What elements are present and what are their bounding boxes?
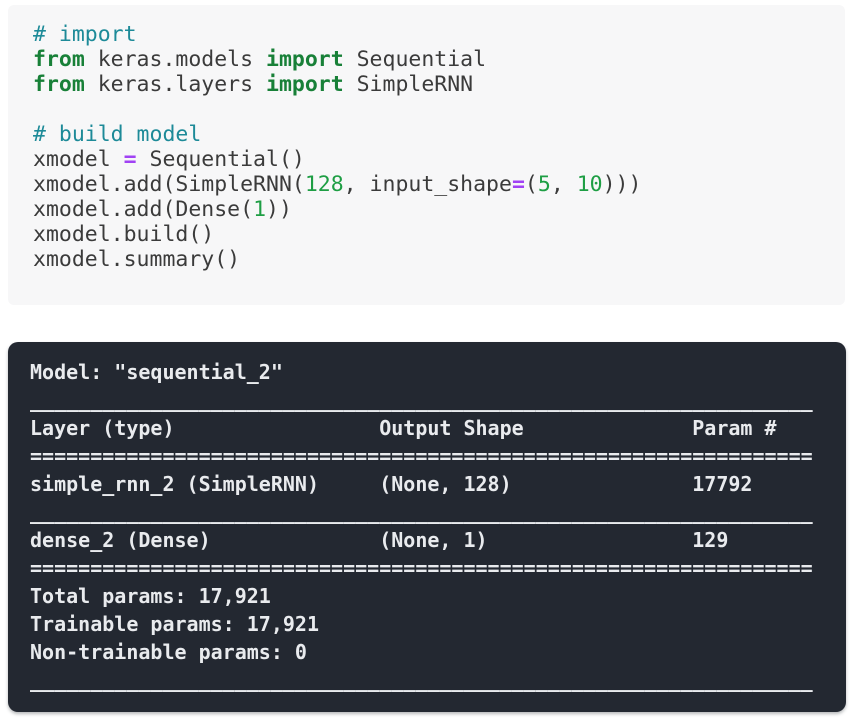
output-line: ========================================… — [30, 556, 813, 580]
code-token-plain: , input_shape — [343, 172, 512, 197]
output-line: Non-trainable params: 0 — [30, 640, 307, 664]
code-token-plain: xmodel.build() — [33, 222, 215, 247]
code-line: xmodel.build() — [33, 222, 829, 247]
code-token-number: 128 — [304, 172, 344, 197]
code-token-keyword: from — [33, 72, 85, 97]
output-line: ========================================… — [30, 444, 813, 468]
code-line: xmodel.summary() — [33, 247, 829, 272]
code-token-number: 5 — [537, 172, 551, 197]
code-token-keyword: import — [266, 72, 344, 97]
code-token-plain: ))) — [602, 172, 642, 197]
output-line: dense_2 (Dense) (None, 1) 129 — [30, 528, 813, 552]
code-line: xmodel.add(SimpleRNN(128, input_shape=(5… — [33, 172, 829, 197]
code-line: # build model — [33, 122, 829, 147]
code-token-plain: SimpleRNN — [343, 72, 474, 97]
output-line: simple_rnn_2 (SimpleRNN) (None, 128) 177… — [30, 472, 813, 496]
code-token-keyword: import — [266, 47, 344, 72]
output-line: ________________________________________… — [30, 500, 813, 524]
output-line: Model: "sequential_2" — [30, 360, 283, 384]
code-line: xmodel.add(Dense(1)) — [33, 197, 829, 222]
code-token-plain: keras.layers — [84, 72, 266, 97]
code-token-number: 10 — [576, 172, 603, 197]
code-line: from keras.layers import SimpleRNN — [33, 72, 829, 97]
code-line: from keras.models import Sequential — [33, 47, 829, 72]
code-token-plain: xmodel.summary() — [33, 247, 241, 272]
code-token-plain: xmodel.add(Dense( — [33, 197, 254, 222]
output-line: ________________________________________… — [30, 668, 813, 692]
code-token-comment: # import — [33, 22, 137, 47]
output-line: ________________________________________… — [30, 388, 813, 412]
code-token-plain: keras.models — [84, 47, 266, 72]
code-token-operator: = — [123, 147, 137, 172]
code-line: xmodel = Sequential() — [33, 147, 829, 172]
code-token-plain: xmodel.add(SimpleRNN( — [33, 172, 305, 197]
code-line: # import — [33, 22, 829, 47]
output-line: Trainable params: 17,921 — [30, 612, 319, 636]
code-token-plain: Sequential — [343, 47, 487, 72]
code-token-plain: , — [550, 172, 577, 197]
code-token-operator: = — [511, 172, 525, 197]
code-token-comment: # build model — [33, 122, 202, 147]
output-line: Layer (type) Output Shape Param # — [30, 416, 813, 440]
code-line — [33, 97, 829, 122]
output-panel: Model: "sequential_2" ___________________… — [8, 342, 846, 712]
output-line: Total params: 17,921 — [30, 584, 271, 608]
code-token-plain: Sequential() — [136, 147, 305, 172]
code-token-plain: )) — [266, 197, 292, 222]
code-token-keyword: from — [33, 47, 85, 72]
code-token-number: 1 — [253, 197, 267, 222]
code-token-plain: ( — [524, 172, 538, 197]
model-summary-output: Model: "sequential_2" ___________________… — [30, 358, 836, 694]
code-token-plain: xmodel — [33, 147, 124, 172]
